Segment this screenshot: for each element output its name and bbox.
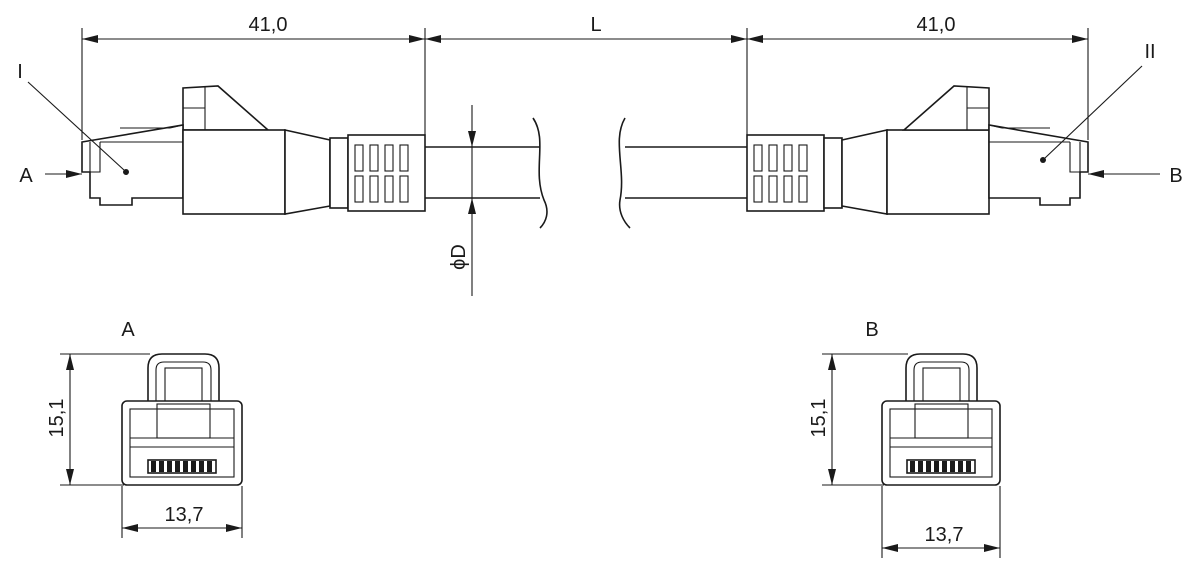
- plug-length-left-label: 41,0: [249, 14, 288, 36]
- cable-length-label: L: [590, 14, 601, 36]
- connector-right-marker: [1040, 157, 1046, 163]
- view-arrow-left-label: A: [19, 165, 33, 187]
- dimension-chain-top: 41,0 L 41,0: [81, 14, 1089, 140]
- view-a-width-label: 13,7: [165, 504, 204, 526]
- plug-length-right-label: 41,0: [917, 14, 956, 36]
- view-b-title: B: [865, 319, 878, 341]
- connector-right-label: II: [1144, 41, 1155, 63]
- view-arrow-right-label: B: [1169, 165, 1182, 187]
- connector-left-label: I: [17, 61, 23, 83]
- view-b-width-label: 13,7: [925, 524, 964, 546]
- diameter-dimension: ϕD: [448, 105, 476, 296]
- connector-right: II B: [618, 41, 1183, 229]
- connector-left-marker: [123, 169, 129, 175]
- view-b-height-label: 15,1: [808, 399, 830, 438]
- cable-diameter-label: ϕD: [448, 244, 470, 270]
- front-view-b: B 15,1: [808, 319, 1001, 558]
- front-view-a: A 15,1: [46, 319, 243, 538]
- view-a-height-label: 15,1: [46, 399, 68, 438]
- view-a-title: A: [121, 319, 135, 341]
- connector-left: I A: [17, 61, 548, 229]
